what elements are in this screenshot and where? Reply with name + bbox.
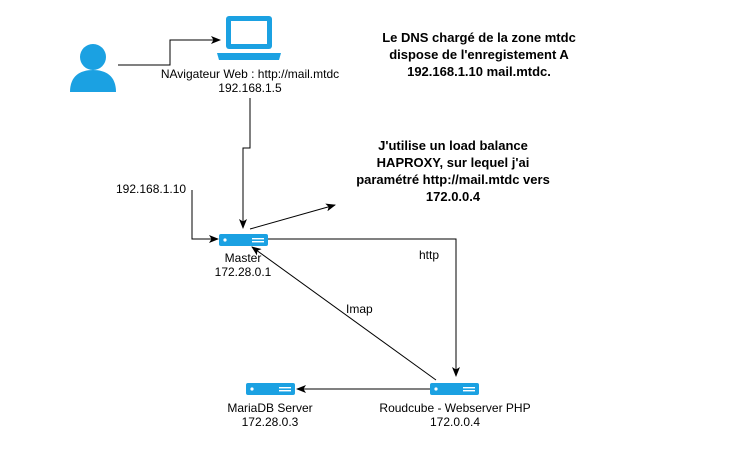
dns-note: Le DNS chargé de la zone mtdc dispose de… bbox=[382, 29, 576, 80]
haproxy-note-line: 172.0.0.4 bbox=[425, 189, 481, 204]
mariadb-label: MariaDB Server 172.28.0.3 bbox=[227, 401, 312, 429]
laptop-label-line1: NAvigateur Web : http://mail.mtdc bbox=[160, 67, 340, 81]
haproxy-note-line: HAPROXY, sur lequel j'ai bbox=[376, 155, 530, 170]
external-ip-label: 192.168.1.10 bbox=[116, 182, 187, 196]
mariadb-label-line2: 172.28.0.3 bbox=[241, 415, 299, 429]
master-label-line1: Master bbox=[224, 251, 262, 265]
laptop-label-line2: 192.168.1.5 bbox=[218, 81, 282, 95]
laptop-label: NAvigateur Web : http://mail.mtdc 192.16… bbox=[161, 67, 339, 95]
server-icon bbox=[246, 383, 295, 395]
webserver-label-line1: Roudcube - Webserver PHP bbox=[379, 401, 531, 415]
user-icon bbox=[70, 44, 116, 92]
edge-user-to-laptop bbox=[118, 36, 221, 66]
edge-webserver-to-master-imap bbox=[251, 246, 437, 381]
master-label: Master 172.28.0.1 bbox=[215, 251, 272, 279]
webserver-label: Roudcube - Webserver PHP 172.0.0.4 bbox=[379, 401, 530, 429]
mariadb-label-line1: MariaDB Server bbox=[227, 401, 313, 415]
haproxy-note-line: J'utilise un load balance bbox=[378, 138, 528, 153]
haproxy-note-line: paramétré http://mail.mtdc vers bbox=[356, 172, 550, 187]
dns-note-line: 192.168.1.10 mail.mtdc. bbox=[407, 64, 551, 79]
dns-note-line: dispose de l'enregistement A bbox=[389, 47, 569, 62]
edge-master-to-haproxy-note bbox=[249, 203, 336, 230]
http-label: http bbox=[419, 248, 440, 262]
edge-laptop-to-master bbox=[239, 98, 251, 229]
master-label-line2: 172.28.0.1 bbox=[214, 265, 272, 279]
haproxy-note: J'utilise un load balance HAPROXY, sur l… bbox=[356, 137, 550, 205]
edge-master-to-webserver-http bbox=[268, 238, 460, 377]
laptop-icon bbox=[217, 16, 281, 60]
server-icon bbox=[430, 383, 479, 395]
edge-external-to-master bbox=[191, 190, 219, 243]
connectors bbox=[118, 36, 460, 393]
dns-note-line: Le DNS chargé de la zone mtdc bbox=[382, 30, 576, 45]
webserver-label-line2: 172.0.0.4 bbox=[429, 415, 481, 429]
imap-label: Imap bbox=[346, 302, 373, 316]
server-icon bbox=[219, 234, 268, 246]
